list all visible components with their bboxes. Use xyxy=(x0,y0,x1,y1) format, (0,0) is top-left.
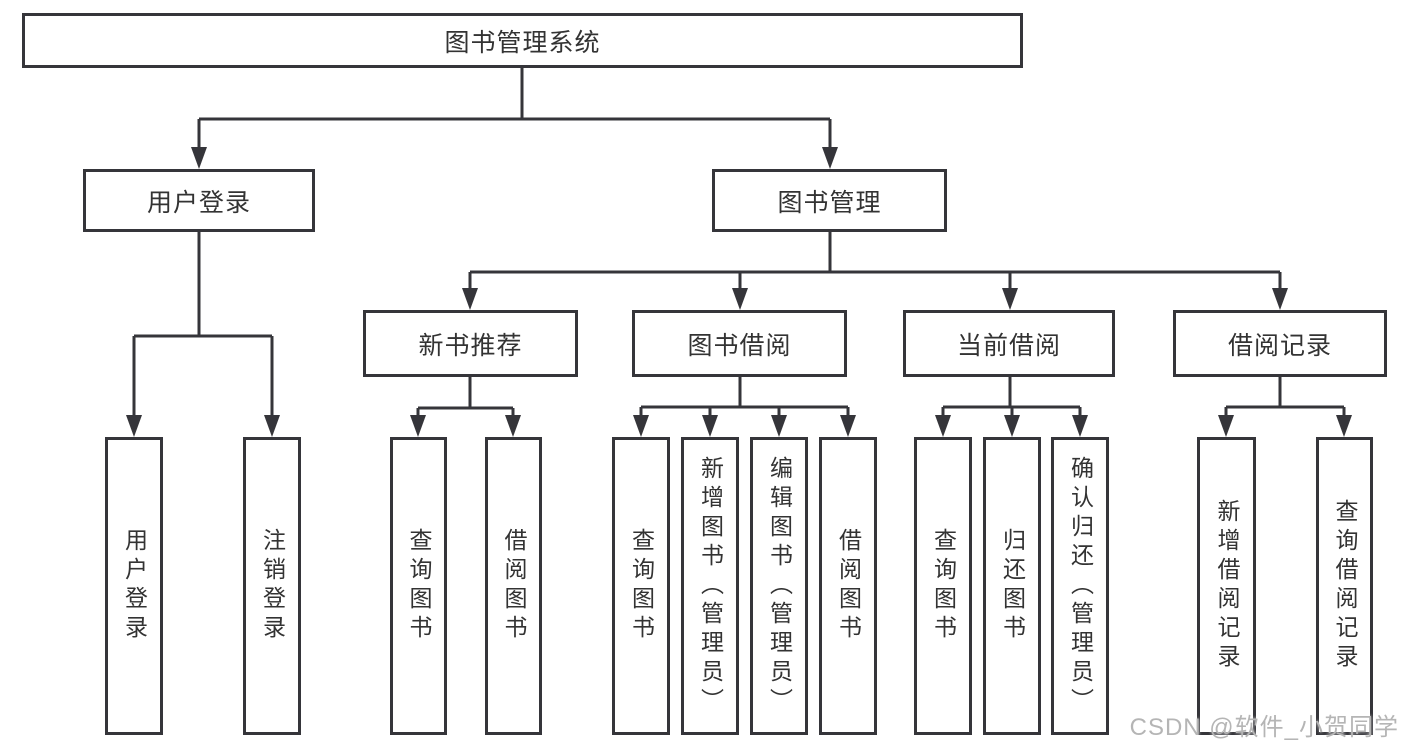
connector-borrow-records-to-leaves xyxy=(1218,377,1352,437)
leaf-confirm-return-admin-label: 确认归还（管理员） xyxy=(1067,455,1094,717)
csdn-watermark: CSDN @软件_小贺同学 xyxy=(1129,714,1399,741)
leaf-query-books-recommend: 查询图书 xyxy=(390,437,447,735)
connector-book-borrow-to-leaves xyxy=(633,377,856,437)
leaf-query-books-recommend-label: 查询图书 xyxy=(406,528,432,644)
leaf-borrow-books-recommend-label: 借阅图书 xyxy=(501,528,527,644)
node-user-login: 用户登录 xyxy=(83,169,315,232)
leaf-query-books-borrow-label: 查询图书 xyxy=(628,528,655,644)
leaf-query-borrow-record-label: 查询借阅记录 xyxy=(1332,499,1358,673)
leaf-query-books-current-label: 查询图书 xyxy=(930,528,957,644)
leaf-logout-label: 注销登录 xyxy=(259,528,286,644)
leaf-borrow-books-recommend: 借阅图书 xyxy=(485,437,542,735)
node-book-borrow-label: 图书借阅 xyxy=(687,331,792,360)
connector-root-to-level2 xyxy=(191,68,838,169)
leaf-add-books-admin: 新增图书（管理员） xyxy=(681,437,739,735)
connector-current-borrow-to-leaves xyxy=(935,377,1088,437)
leaf-add-borrow-record-label: 新增借阅记录 xyxy=(1214,499,1240,673)
leaf-edit-books-admin-label: 编辑图书（管理员） xyxy=(766,455,793,717)
leaf-query-books-current: 查询图书 xyxy=(914,437,972,735)
node-current-borrow-label: 当前借阅 xyxy=(956,331,1061,360)
connector-new-book-to-leaves xyxy=(410,377,521,437)
node-new-book-recommend: 新书推荐 xyxy=(363,310,578,377)
node-current-borrow: 当前借阅 xyxy=(903,310,1115,377)
leaf-user-login-label: 用户登录 xyxy=(121,528,148,644)
leaf-logout: 注销登录 xyxy=(243,437,301,735)
node-book-management: 图书管理 xyxy=(712,169,947,232)
leaf-return-books-label: 归还图书 xyxy=(999,528,1026,644)
leaf-query-borrow-record: 查询借阅记录 xyxy=(1316,437,1373,735)
node-root-system-label: 图书管理系统 xyxy=(444,28,601,57)
node-book-management-label: 图书管理 xyxy=(777,188,882,217)
leaf-add-borrow-record: 新增借阅记录 xyxy=(1197,437,1256,735)
leaf-borrow-books-label: 借阅图书 xyxy=(835,528,862,644)
leaf-confirm-return-admin: 确认归还（管理员） xyxy=(1051,437,1109,735)
leaf-user-login: 用户登录 xyxy=(105,437,163,735)
node-borrow-records: 借阅记录 xyxy=(1173,310,1387,377)
node-borrow-records-label: 借阅记录 xyxy=(1227,331,1332,360)
leaf-query-books-borrow: 查询图书 xyxy=(612,437,670,735)
connector-user-login-to-leaves xyxy=(126,232,280,437)
leaf-return-books: 归还图书 xyxy=(983,437,1041,735)
leaf-edit-books-admin: 编辑图书（管理员） xyxy=(750,437,808,735)
node-root-system: 图书管理系统 xyxy=(22,13,1023,68)
node-user-login-label: 用户登录 xyxy=(146,188,251,217)
leaf-borrow-books: 借阅图书 xyxy=(819,437,877,735)
node-new-book-recommend-label: 新书推荐 xyxy=(418,331,523,360)
connector-book-management-to-level3 xyxy=(462,232,1288,310)
leaf-add-books-admin-label: 新增图书（管理员） xyxy=(697,455,724,717)
node-book-borrow: 图书借阅 xyxy=(632,310,847,377)
